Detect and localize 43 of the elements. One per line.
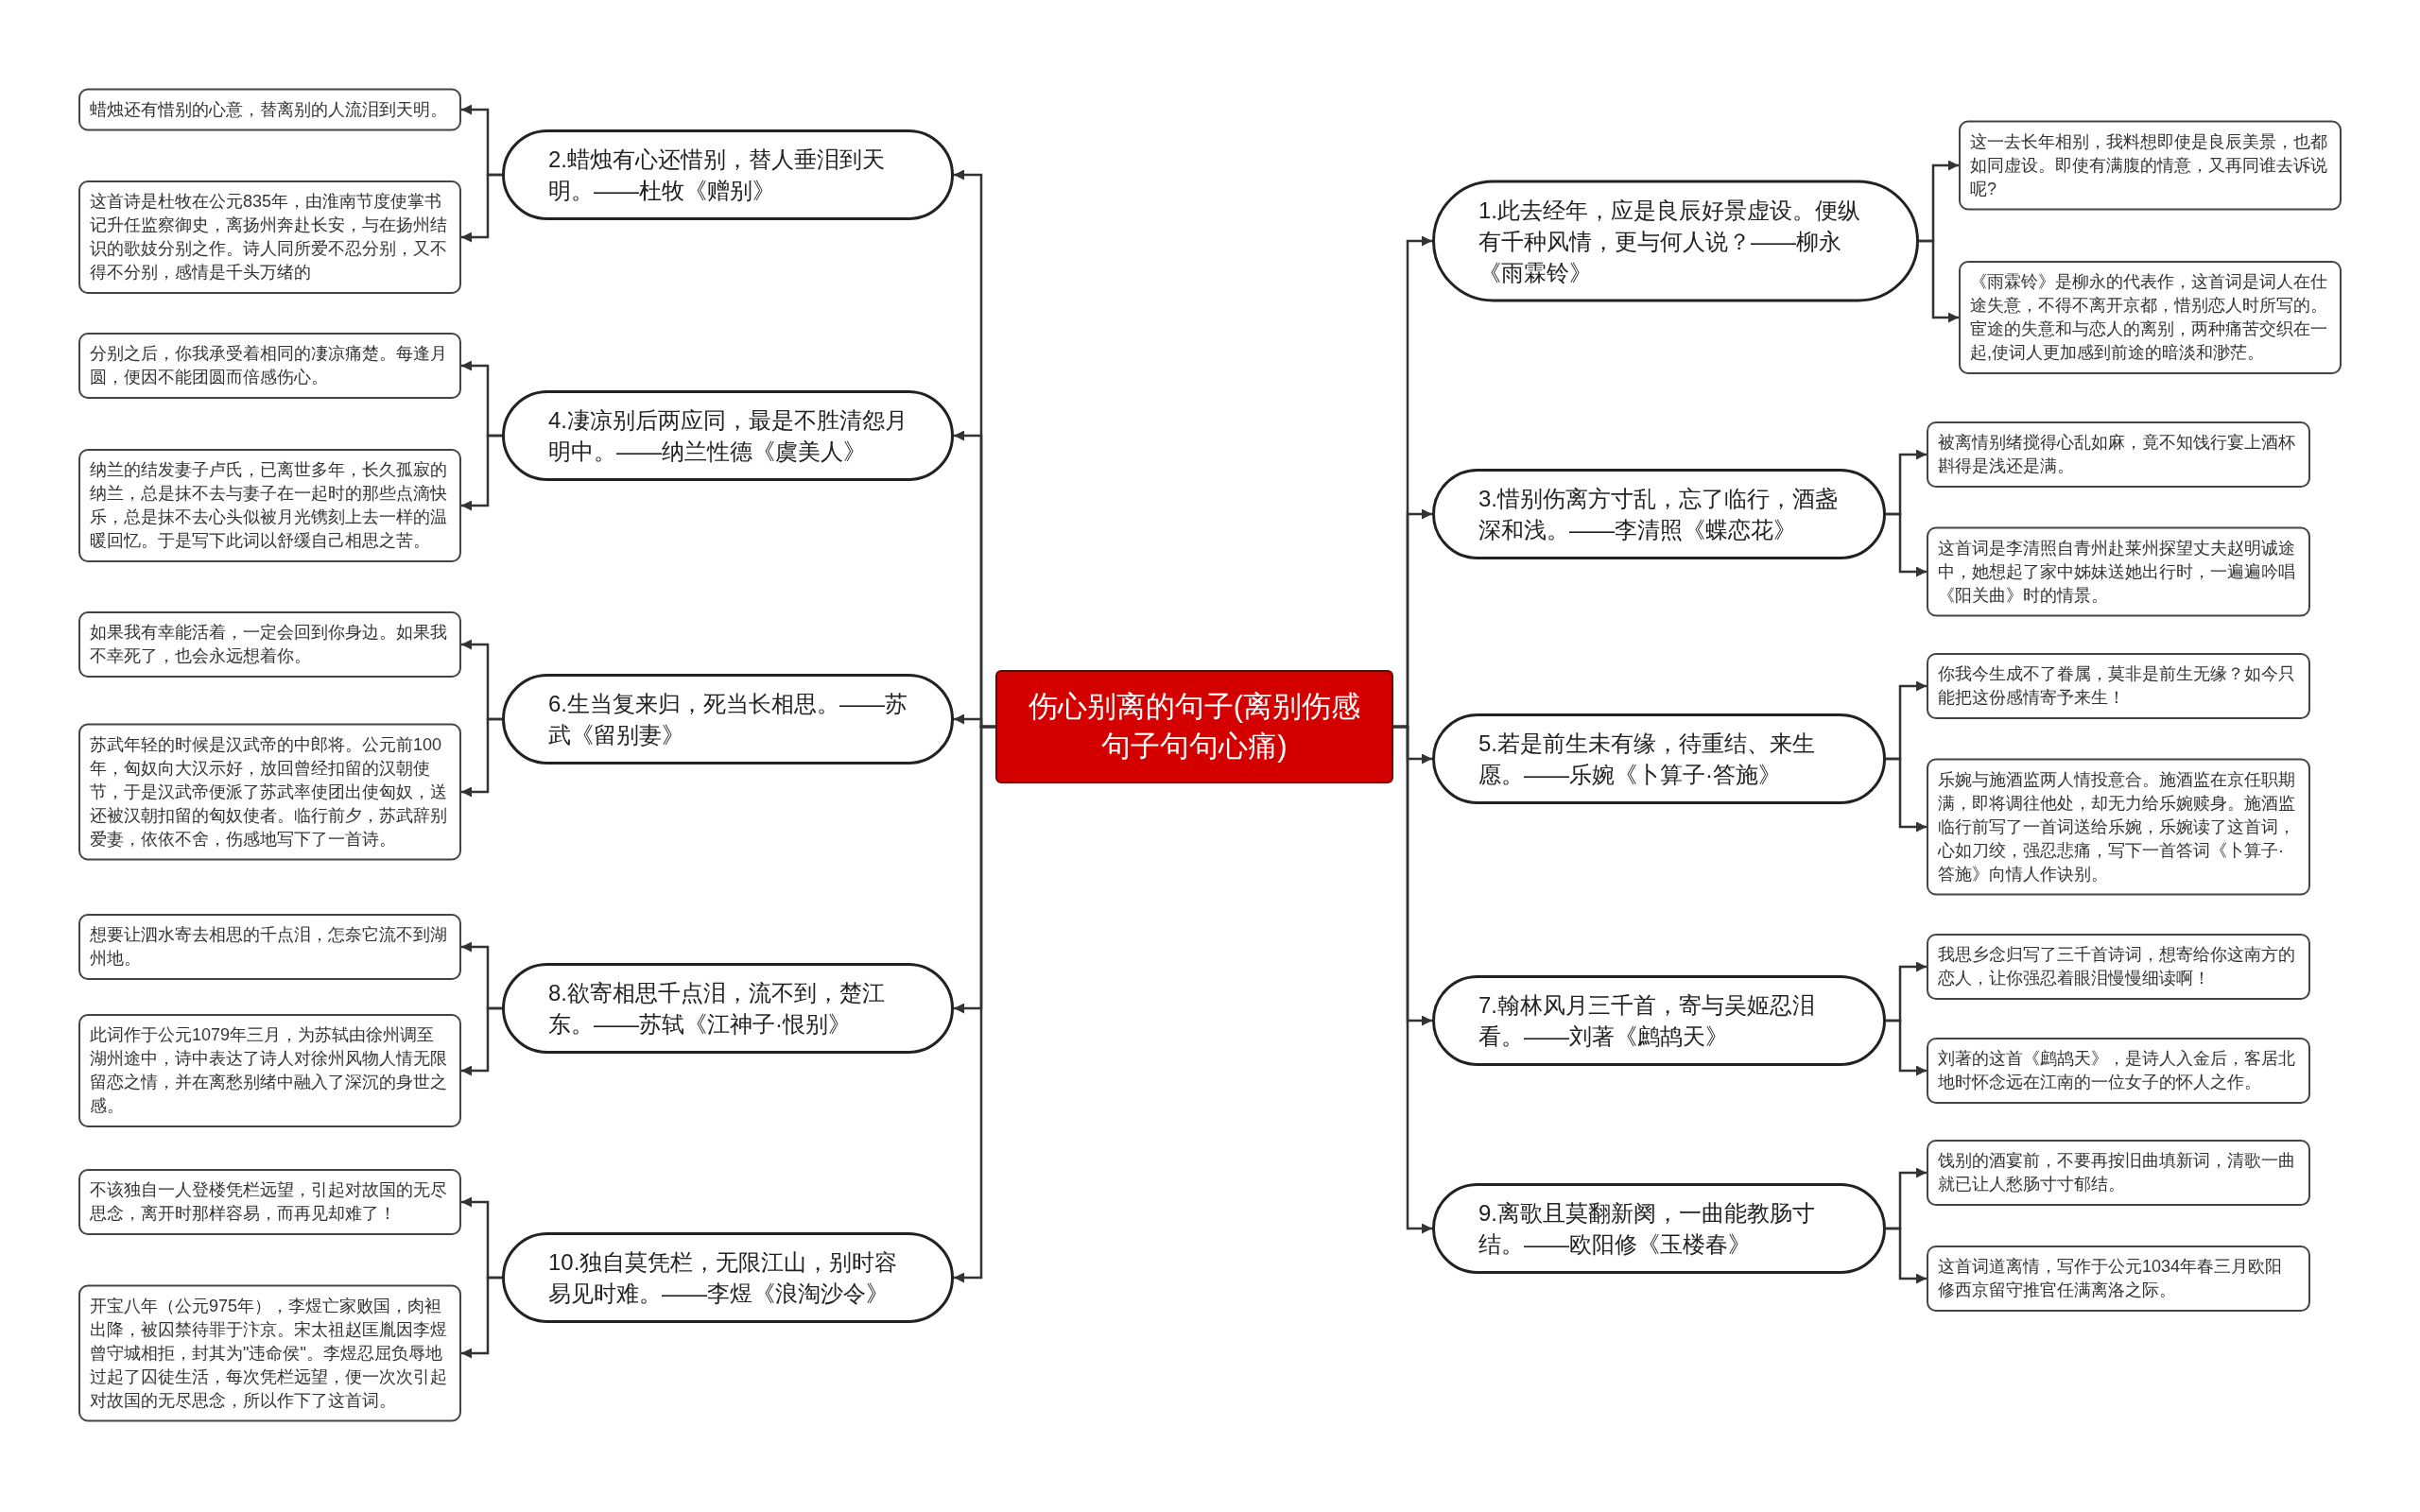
note-box: 你我今生成不了眷属，莫非是前生无缘？如今只能把这份感情寄予来生！: [1927, 653, 2310, 719]
connector-arrow: [1886, 1227, 1927, 1284]
note-box: 这首诗是杜牧在公元835年，由淮南节度使掌书记升任监察御史，离扬州奔赴长安，与在扬州结识的歌妓分别之作。诗人同所爱不忍分别，又不得不分别，感情是千头万绪的: [78, 180, 461, 294]
connector-arrow: [1886, 512, 1927, 577]
quote-pill: 4.凄凉别后两应同，最是不胜清怨月明中。——纳兰性德《虞美人》: [502, 390, 954, 481]
connector-arrow: [1393, 725, 1432, 1234]
connector-arrow: [461, 434, 502, 511]
note-box: 被离情别绪搅得心乱如麻，竟不知饯行宴上酒杯斟得是浅还是满。: [1927, 421, 2310, 488]
connector-arrow: [1886, 1019, 1927, 1076]
quote-pill: 10.独自莫凭栏，无限江山，别时容易见时难。——李煜《浪淘沙令》: [502, 1232, 954, 1323]
connector-arrow: [461, 717, 502, 798]
note-box: 饯别的酒宴前，不要再按旧曲填新词，清歌一曲就已让人愁肠寸寸郁结。: [1927, 1140, 2310, 1206]
quote-pill: 8.欲寄相思千点泪，流不到，楚江东。——苏轼《江神子·恨别》: [502, 963, 954, 1054]
note-box: 开宝八年（公元975年），李煜亡家败国，肉袒出降，被囚禁待罪于汴京。宋太祖赵匡胤因李煜曾守城相拒，封其为"违命侯"。李煜忍屈负辱地过起了囚徒生活，每次凭栏远望，便一次次引起对故国的无尽思念，所以作下了这首词。: [78, 1284, 461, 1422]
quote-pill: 1.此去经年，应是良辰好景虚设。便纵有千种风情，更与何人说？——柳永《雨霖铃》: [1432, 180, 1919, 302]
quote-pill: 5.若是前生未有缘，待重结、来生愿。——乐婉《卜算子·答施》: [1432, 713, 1886, 804]
connector-arrow: [954, 725, 995, 1283]
connector-arrow: [461, 173, 502, 243]
note-box: 《雨霖铃》是柳永的代表作，这首词是词人在仕途失意，不得不离开京都，惜别恋人时所写的。宦途的失意和与恋人的离别，两种痛苦交织在一起,使词人更加感到前途的暗淡和渺茫。: [1959, 261, 2342, 374]
note-box: 这首词道离情，写作于公元1034年春三月欧阳修西京留守推官任满离洛之际。: [1927, 1246, 2310, 1312]
note-box: 如果我有幸能活着，一定会回到你身边。如果我不幸死了，也会永远想着你。: [78, 611, 461, 678]
note-box: 蜡烛还有惜别的心意，替离别的人流泪到天明。: [78, 88, 461, 131]
note-box: 刘著的这首《鹧鸪天》，是诗人入金后，客居北地时怀念远在江南的一位女子的怀人之作。: [1927, 1038, 2310, 1104]
quote-pill: 6.生当复来归，死当长相思。——苏武《留别妻》: [502, 674, 954, 765]
note-box: 纳兰的结发妻子卢氏，已离世多年，长久孤寂的纳兰，总是抹不去与妻子在一起时的那些点滴快乐，总是抹不去心头似被月光镌刻上去一样的温暖回忆。于是写下此词以舒缓自己相思之苦。: [78, 449, 461, 562]
note-box: 我思乡念归写了三千首诗词，想寄给你这南方的恋人，让你强忍着眼泪慢慢细读啊！: [1927, 934, 2310, 1000]
quote-pill: 2.蜡烛有心还惜别，替人垂泪到天明。——杜牧《赠别》: [502, 129, 954, 220]
note-box: 苏武年轻的时候是汉武帝的中郎将。公元前100年，匈奴向大汉示好，放回曾经扣留的汉朝使节，于是汉武帝便派了苏武率使团出使匈奴，送还被汉朝扣留的匈奴使者。临行前夕，苏武辞别爱妻，依依不舍，伤感地写下了一首诗。: [78, 723, 461, 861]
quote-pill: 7.翰林风月三千首，寄与吴姬忍泪看。——刘著《鹧鸪天》: [1432, 975, 1886, 1066]
note-box: 此词作于公元1079年三月，为苏轼由徐州调至湖州途中，诗中表达了诗人对徐州风物人情无限留恋之情，并在离愁别绪中融入了深沉的身世之感。: [78, 1014, 461, 1127]
note-box: 乐婉与施酒监两人情投意合。施酒监在京任职期满，即将调往他处，却无力给乐婉赎身。施酒监临行前写了一首词送给乐婉，乐婉读了这首词，心如刀绞，强忍悲痛，写下一首答词《卜算子·答施》向情人作诀别。: [1927, 758, 2310, 896]
note-box: 想要让泗水寄去相思的千点泪，怎奈它流不到湖州地。: [78, 914, 461, 980]
note-box: 分别之后，你我承受着相同的凄凉痛楚。每逢月圆，便因不能团圆而倍感伤心。: [78, 333, 461, 399]
connector-arrow: [1919, 239, 1959, 323]
note-box: 这首词是李清照自青州赴莱州探望丈夫赵明诚途中，她想起了家中姊妹送她出行时，一遍遍吟唱《阳关曲》时的情景。: [1927, 526, 2310, 617]
central-topic-box: 伤心别离的句子(离别伤感句子句句心痛): [995, 670, 1393, 783]
quote-pill: 3.惜别伤离方寸乱，忘了临行，酒盏深和浅。——李清照《蝶恋花》: [1432, 469, 1886, 559]
note-box: 这一去长年相别，我料想即使是良辰美景，也都如同虚设。即使有满腹的情意，又再同谁去诉说呢?: [1959, 120, 2342, 211]
connector-arrow: [461, 1276, 502, 1359]
connector-arrow: [1886, 757, 1927, 833]
connector-arrow: [461, 1006, 502, 1076]
note-box: 不该独自一人登楼凭栏远望，引起对故国的无尽思念，离开时那样容易，而再见却难了！: [78, 1169, 461, 1235]
quote-pill: 9.离歌且莫翻新阕，一曲能教肠寸结。——欧阳修《玉楼春》: [1432, 1183, 1886, 1274]
